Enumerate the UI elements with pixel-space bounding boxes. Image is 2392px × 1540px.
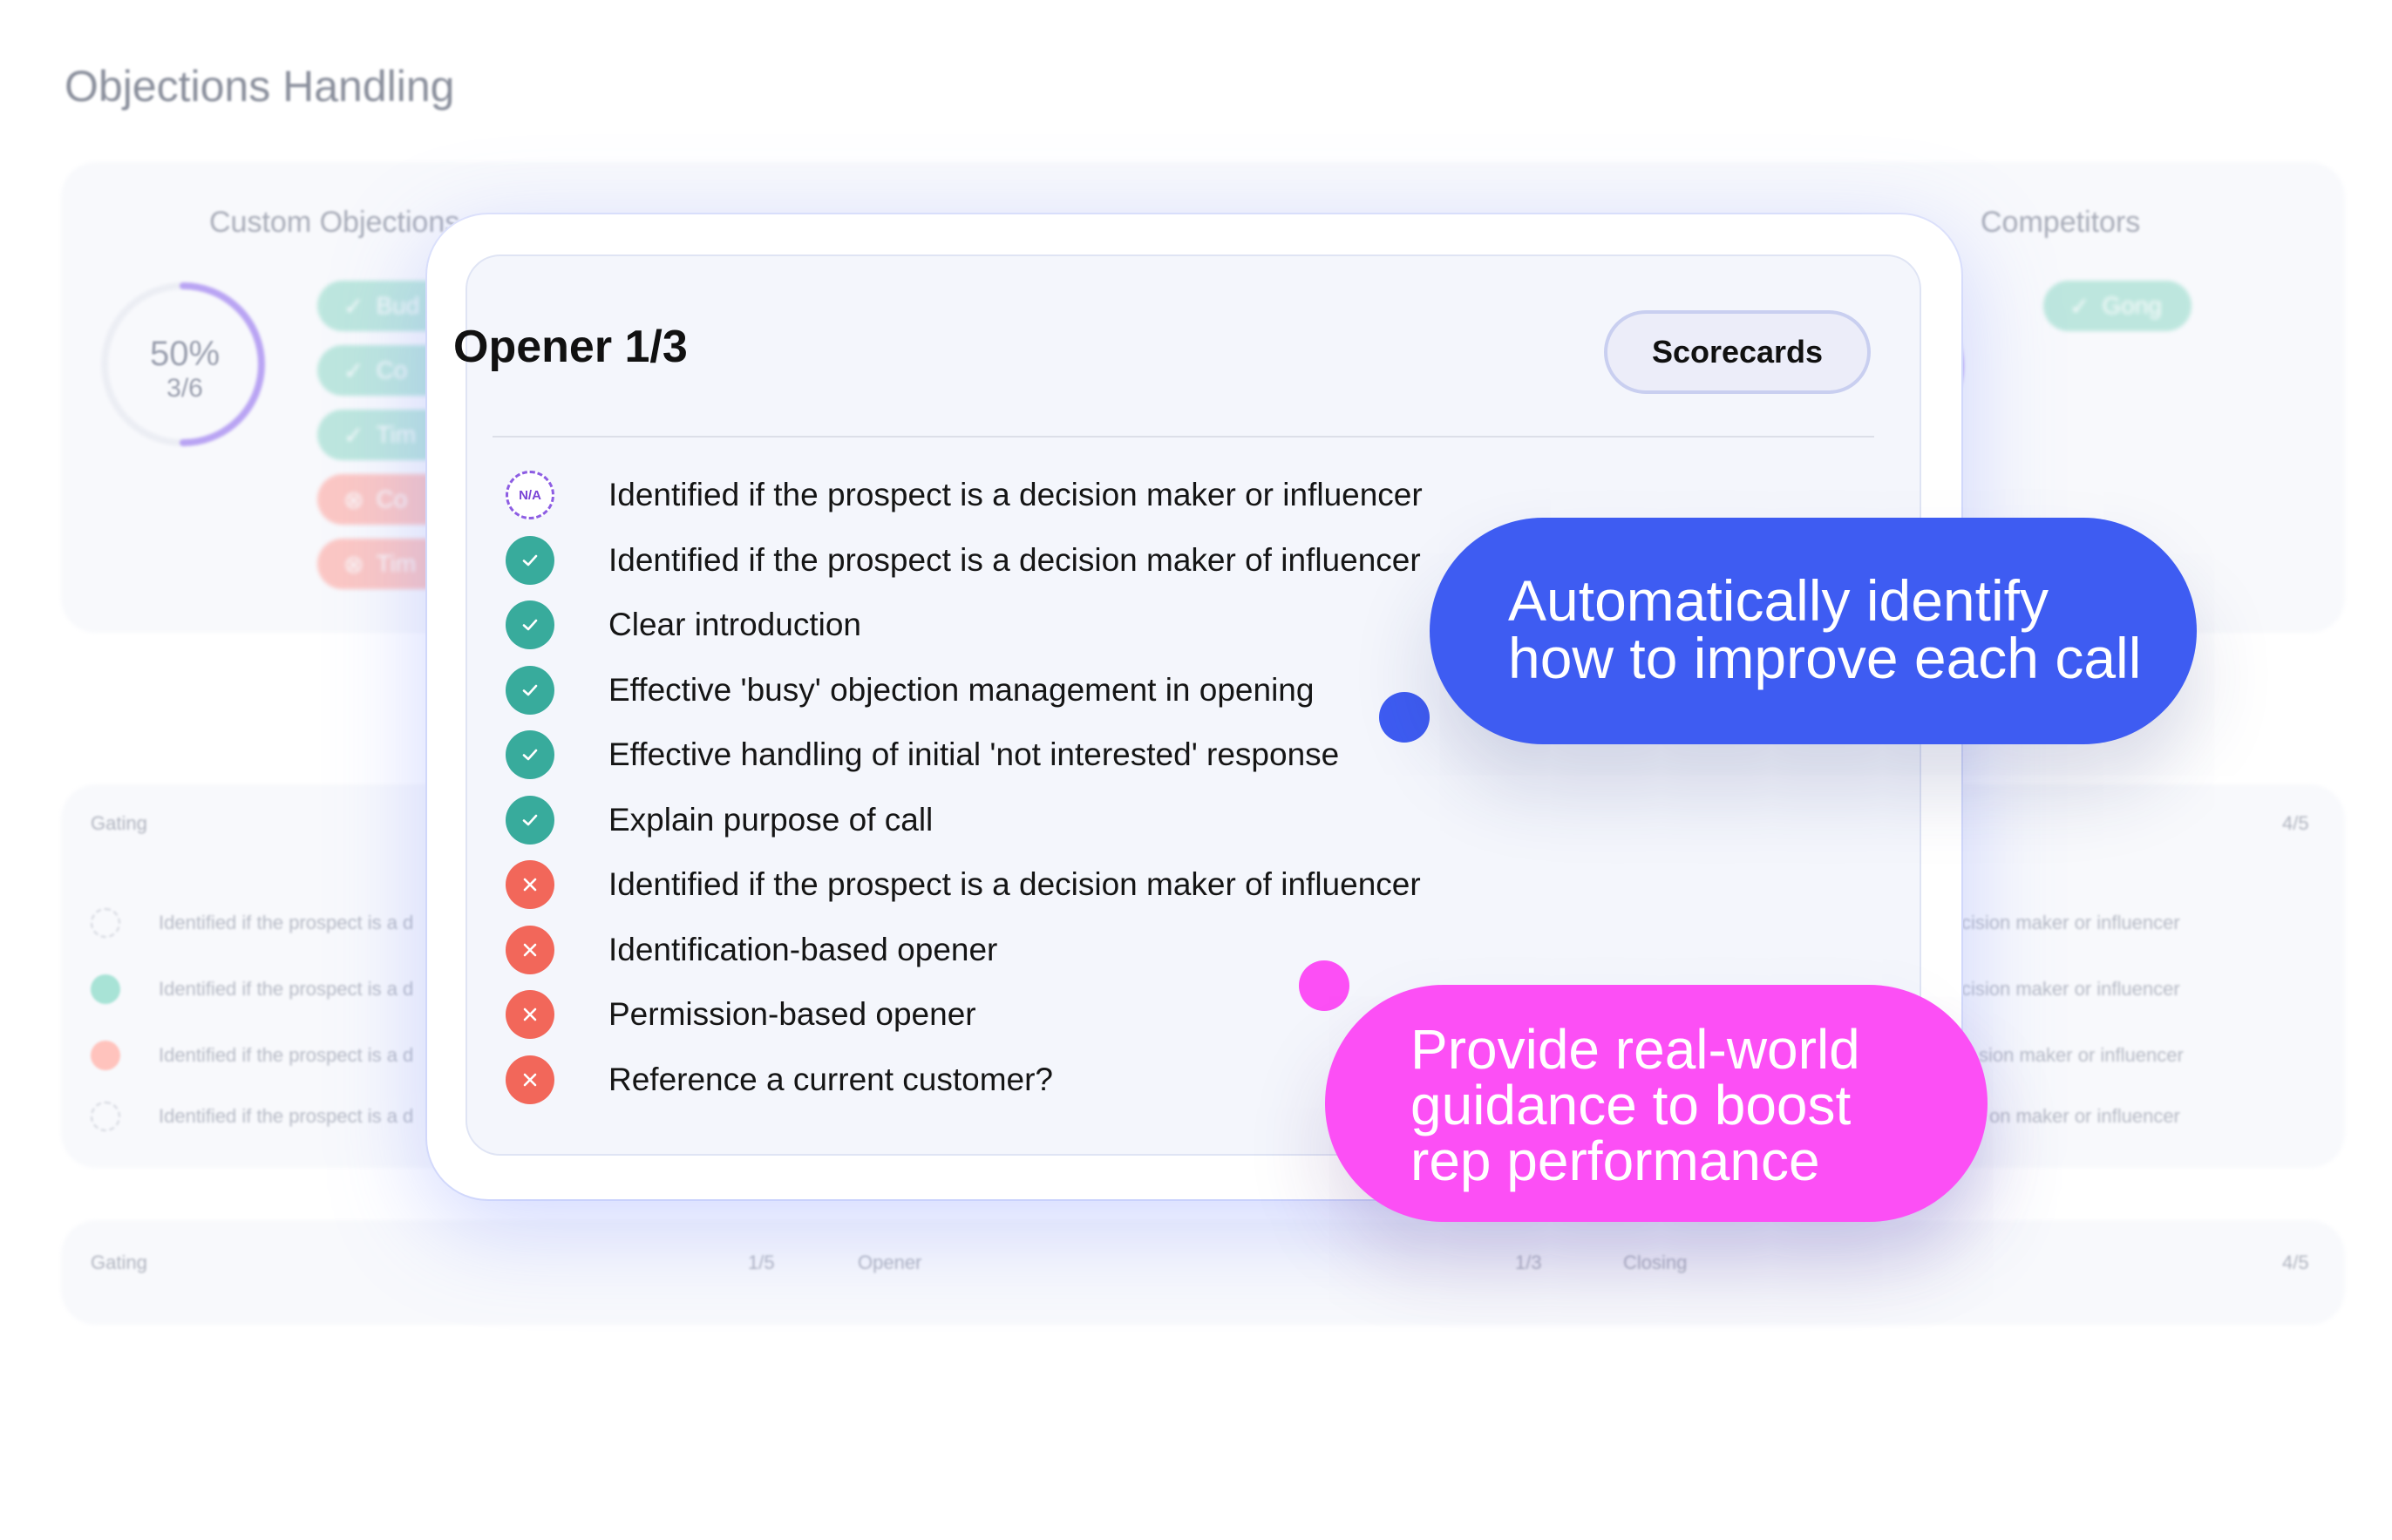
- criteria-row: Explain purpose of call: [506, 794, 933, 846]
- criteria-row: Reference a current customer?: [506, 1054, 1053, 1106]
- bottom-section-score: 4/5: [2282, 1252, 2309, 1273]
- progress-ring-label: 50% 3/6: [133, 335, 237, 404]
- criteria-row: Permission-based opener: [506, 988, 976, 1041]
- criteria-label: Reference a current customer?: [608, 1062, 1054, 1097]
- criteria-row: Effective 'busy' objection management in…: [506, 664, 1314, 716]
- x-circle-icon: [506, 990, 554, 1039]
- criteria-row: N/A Identified if the prospect is a decis…: [506, 469, 1423, 521]
- x-circle-icon: [506, 1055, 554, 1104]
- callout-line: rep performance: [1410, 1130, 1820, 1192]
- faded-criteria-row-right: cision maker or influencer: [1961, 978, 2180, 1000]
- check-circle-icon: [91, 974, 120, 1004]
- improve-calls-callout: Automatically identify how to improve ea…: [1430, 518, 2197, 744]
- na-dashed-circle-icon: [91, 1102, 120, 1131]
- criteria-label: Effective 'busy' objection management in…: [608, 672, 1315, 708]
- criteria-row: Identified if the prospect is a decision…: [506, 534, 1421, 587]
- x-circle-icon: [506, 860, 554, 909]
- gating-section-score: 4/5: [2282, 812, 2309, 834]
- check-icon: ✓: [343, 292, 364, 320]
- callout-line: Automatically identify: [1508, 568, 2049, 633]
- competitor-pill: ✓Gong: [2043, 281, 2192, 331]
- faded-criteria-row: Identified if the prospect is a d: [91, 1041, 413, 1070]
- check-icon: ✓: [2069, 292, 2090, 320]
- check-circle-icon: [506, 796, 554, 845]
- bottom-section-label: Opener: [858, 1252, 922, 1273]
- card-divider: [493, 436, 1874, 438]
- faded-criteria-row-right: on maker or influencer: [1989, 1105, 2180, 1127]
- x-circle-icon: ⊗: [343, 550, 364, 578]
- faded-criteria-row-right: cision maker or influencer: [1961, 912, 2180, 933]
- scorecards-button[interactable]: Scorecards: [1604, 310, 1871, 394]
- card-title: Opener 1/3: [453, 322, 688, 372]
- check-circle-icon: [506, 666, 554, 715]
- check-circle-icon: [506, 730, 554, 779]
- x-circle-icon: [506, 926, 554, 974]
- competitors-title: Competitors: [1981, 206, 2141, 239]
- check-circle-icon: [506, 600, 554, 649]
- custom-objections-title: Custom Objections: [209, 206, 460, 239]
- x-circle-icon: ⊗: [343, 485, 364, 513]
- blue-accent-dot: [1379, 692, 1430, 743]
- faded-criteria-row: Identified if the prospect is a d: [91, 1102, 413, 1131]
- criteria-row: Identification-based opener: [506, 924, 997, 976]
- faded-criteria-row-right: sion maker or influencer: [1979, 1044, 2184, 1066]
- bottom-section-label: Closing: [1623, 1252, 1688, 1273]
- criteria-row: Effective handling of initial 'not inter…: [506, 729, 1339, 781]
- pink-accent-dot: [1299, 960, 1349, 1011]
- criteria-row: Identified if the prospect is a decision…: [506, 858, 1421, 911]
- criteria-label: Explain purpose of call: [608, 802, 934, 838]
- criteria-label: Permission-based opener: [608, 996, 976, 1032]
- x-circle-icon: [91, 1041, 120, 1070]
- criteria-label: Identified if the prospect is a decision…: [608, 866, 1421, 902]
- criteria-label: Identified if the prospect is a decision…: [608, 477, 1423, 512]
- progress-fraction: 3/6: [166, 374, 203, 403]
- callout-line: guidance to boost: [1410, 1074, 1852, 1136]
- gating-section-label: Gating: [91, 812, 147, 834]
- check-circle-icon: [506, 536, 554, 585]
- progress-percent: 50%: [149, 335, 221, 373]
- bottom-sections-panel: [61, 1220, 2345, 1325]
- check-icon: ✓: [343, 356, 364, 384]
- na-dashed-circle-icon: [91, 908, 120, 938]
- faded-criteria-row: Identified if the prospect is a d: [91, 908, 413, 938]
- page-title: Objections Handling: [65, 62, 455, 111]
- bottom-section-label: Gating: [91, 1252, 147, 1273]
- criteria-label: Effective handling of initial 'not inter…: [608, 736, 1340, 772]
- progress-ring: [101, 282, 265, 446]
- callout-line: how to improve each call: [1508, 626, 2142, 690]
- criteria-label: Identification-based opener: [608, 932, 998, 967]
- faded-criteria-row: Identified if the prospect is a d: [91, 974, 413, 1004]
- bottom-section-score: 1/3: [1515, 1252, 1542, 1273]
- bottom-section-score: 1/5: [748, 1252, 775, 1273]
- callout-line: Provide real-world: [1410, 1018, 1860, 1081]
- guidance-callout: Provide real-world guidance to boost rep…: [1325, 985, 1988, 1222]
- na-dashed-circle-icon: N/A: [506, 471, 554, 519]
- criteria-row: Clear introduction: [506, 599, 861, 651]
- check-icon: ✓: [343, 421, 364, 449]
- criteria-label: Identified if the prospect is a decision…: [608, 542, 1421, 578]
- criteria-label: Clear introduction: [608, 607, 861, 642]
